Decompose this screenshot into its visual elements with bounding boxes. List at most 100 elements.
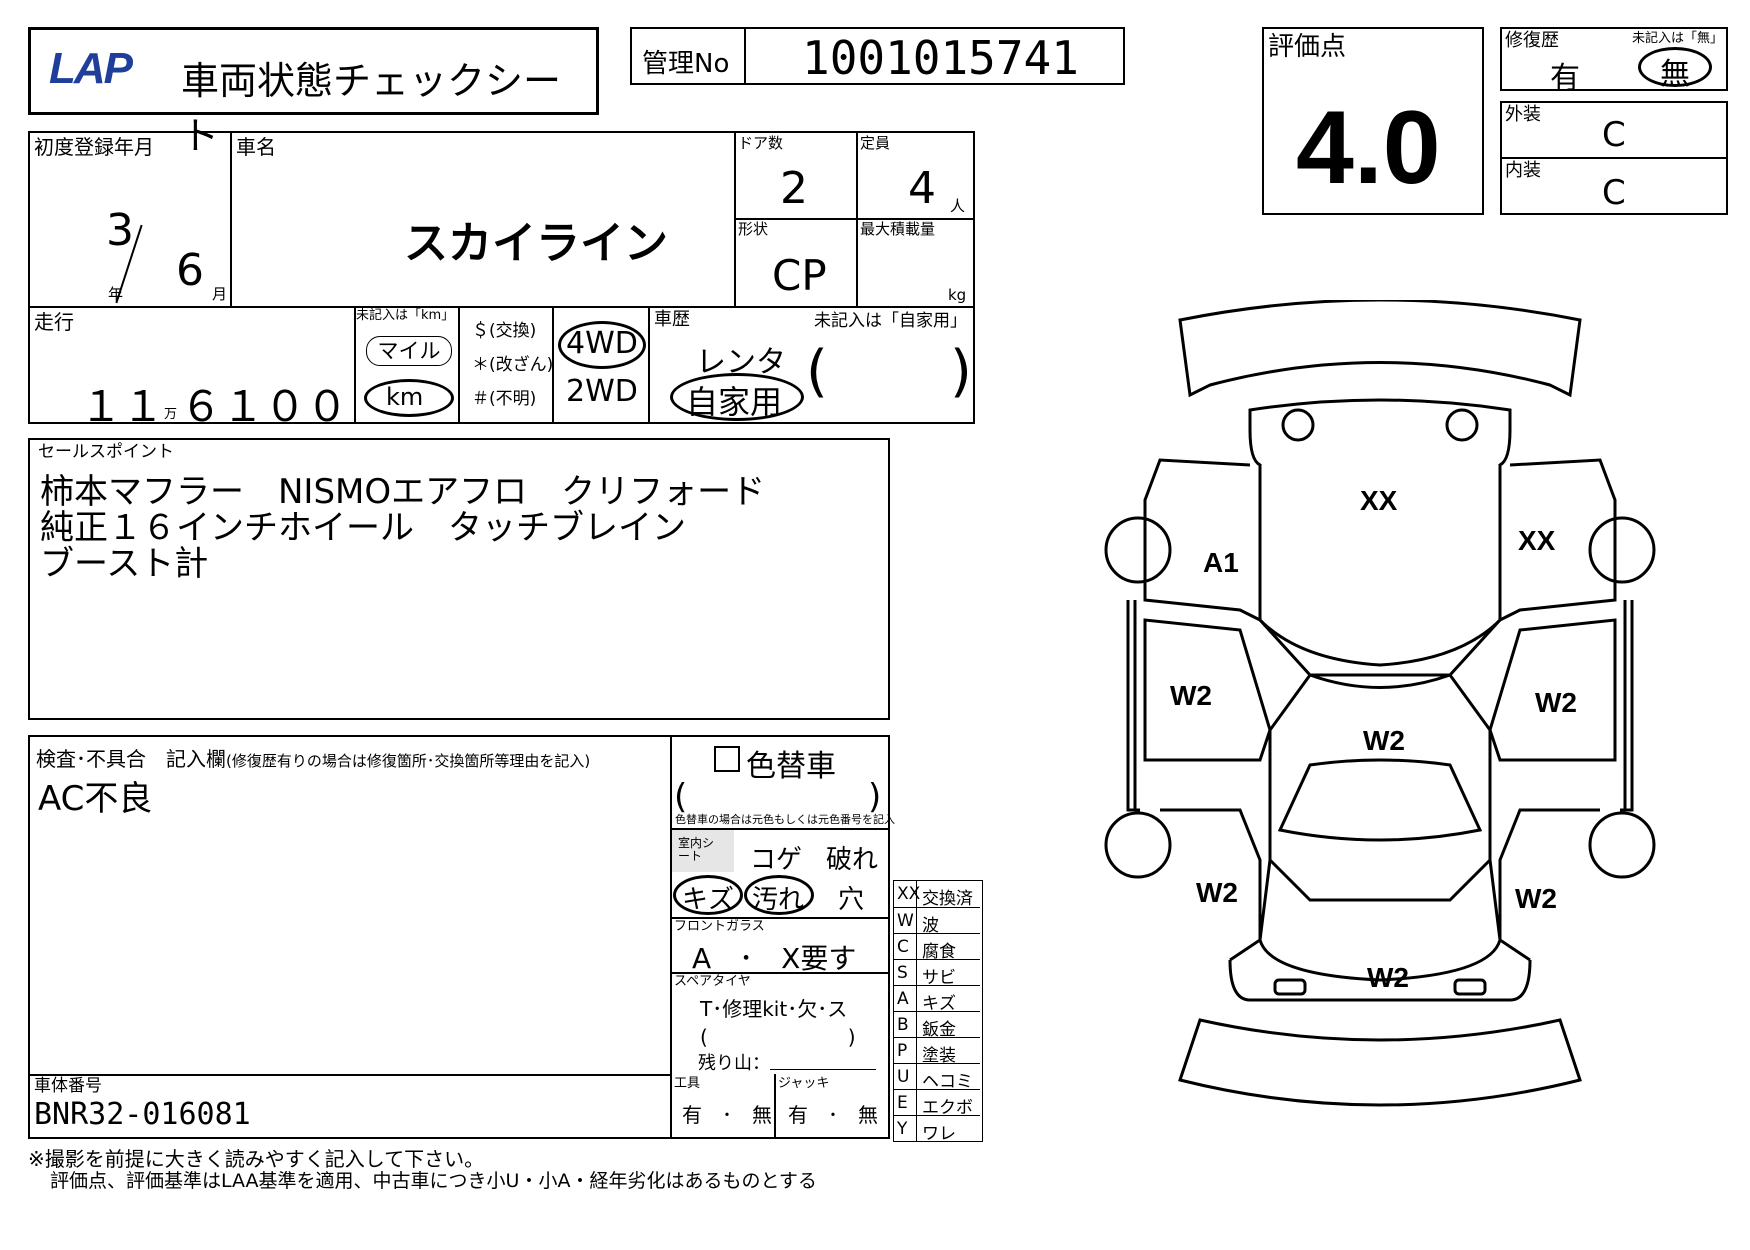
color-paren-close: ) bbox=[868, 777, 882, 817]
seat-label-cell bbox=[672, 830, 734, 872]
remaining-tread: 残り山： bbox=[698, 1053, 770, 1074]
damage-left-door: W2 bbox=[1170, 680, 1212, 711]
mileage-label: 走行 bbox=[34, 310, 74, 334]
legend-code: E bbox=[897, 1093, 908, 1113]
repair-box: 修復歴 未記入は「無」 有 無 bbox=[1500, 27, 1728, 96]
car-name-label: 車名 bbox=[236, 135, 276, 159]
reg-year: 3 bbox=[106, 205, 134, 256]
odo-tampered: ＊(改ざん) bbox=[472, 355, 554, 375]
km-circle bbox=[364, 379, 454, 417]
seat-yabure: 破れ bbox=[826, 845, 879, 875]
legend-code: S bbox=[897, 963, 908, 983]
sales-points-box: セールスポイント 柿本マフラー NISMOエアフロ クリフォード 純正１６インチ… bbox=[28, 438, 890, 720]
yogore-circle bbox=[744, 875, 814, 915]
tools-values: 有 ･ 無 bbox=[682, 1103, 772, 1127]
damage-rear-left: W2 bbox=[1196, 877, 1238, 908]
capacity-label: 定員 bbox=[860, 134, 891, 152]
title-box: LAP 車両状態チェックシート bbox=[28, 27, 599, 158]
seat-yogore: 汚れ bbox=[752, 885, 805, 915]
car-name: スカイライン bbox=[404, 218, 668, 269]
legend-meaning: 鈑金 bbox=[922, 1020, 956, 1040]
kanri-number: 1001015741 bbox=[802, 31, 1079, 85]
drive-2wd: 2WD bbox=[566, 374, 638, 409]
legend-meaning: キズ bbox=[922, 994, 956, 1014]
legend-code: U bbox=[897, 1067, 910, 1087]
interior-value: C bbox=[1602, 173, 1626, 213]
legend-code: A bbox=[897, 989, 909, 1009]
seat-kizu: キズ bbox=[682, 885, 735, 915]
history-paren-open: ( bbox=[806, 339, 828, 404]
legend-meaning: 腐食 bbox=[922, 942, 956, 962]
reg-date-label: 初度登録年月 bbox=[34, 135, 154, 159]
shape-value: CP bbox=[772, 251, 827, 300]
load-unit: kg bbox=[948, 286, 967, 304]
sales-label: セールスポイント bbox=[38, 442, 174, 462]
page-title: 車両状態チェックシート bbox=[181, 59, 562, 158]
interior-label: 内装 bbox=[1505, 160, 1541, 181]
repair-label: 修復歴 bbox=[1505, 30, 1559, 51]
damage-trunk: W2 bbox=[1367, 962, 1409, 993]
legend-meaning: サビ bbox=[922, 968, 956, 988]
exterior-value: C bbox=[1602, 115, 1626, 155]
mile-option: マイル bbox=[366, 336, 452, 366]
legend-code: W bbox=[897, 911, 914, 931]
legend-meaning: 塗装 bbox=[922, 1046, 956, 1066]
shape-label: 形状 bbox=[738, 220, 769, 238]
km-option: km bbox=[386, 383, 424, 411]
seat-label: 室内シート bbox=[678, 836, 715, 863]
capacity-unit: 人 bbox=[950, 197, 966, 215]
4wd-circle bbox=[558, 321, 646, 369]
repair-no-circle bbox=[1638, 47, 1712, 87]
mileage-man: 万 bbox=[164, 407, 178, 422]
legend-meaning: 交換済 bbox=[922, 889, 973, 909]
color-note: 色替車の場合は元色もしくは元色番号を記入 bbox=[675, 813, 895, 826]
load-label: 最大積載量 bbox=[860, 220, 936, 238]
doors-value: 2 bbox=[780, 163, 808, 214]
spare-tire-label: スペアタイヤ bbox=[674, 974, 751, 989]
kanri-box: 管理No 1001015741 bbox=[630, 27, 1125, 85]
sales-line-2: 純正１６インチホイール タッチブレイン bbox=[40, 508, 686, 548]
front-glass-label: フロントガラス bbox=[674, 919, 765, 934]
color-change-checkbox[interactable] bbox=[714, 746, 740, 772]
damage-roof: W2 bbox=[1363, 725, 1405, 756]
legend-row: S サビ bbox=[894, 959, 980, 988]
inspection-label-main: 検査･不具合 記入欄 bbox=[36, 747, 226, 771]
legend-meaning: 波 bbox=[922, 916, 939, 936]
seat-ana: 穴 bbox=[838, 885, 865, 915]
history-label: 車歴 bbox=[654, 309, 690, 330]
sales-line-3: ブースト計 bbox=[40, 544, 209, 584]
vehicle-info-box: 初度登録年月 3 年 6 月 車名 スカイライン ドア数 2 定員 4 人 形状… bbox=[28, 131, 975, 431]
color-change-label: 色替車 bbox=[746, 749, 836, 784]
legend-code: XX bbox=[897, 884, 921, 904]
car-diagram bbox=[1104, 300, 1656, 1107]
private-circle bbox=[670, 373, 804, 421]
color-paren-open: ( bbox=[674, 777, 688, 817]
score-label: 評価点 bbox=[1268, 32, 1347, 62]
damage-front-right-fender: XX bbox=[1518, 525, 1556, 556]
tools-label: 工具 bbox=[674, 1076, 701, 1091]
mileage-unit-note: 未記入は「km」 bbox=[356, 308, 455, 323]
remaining-line bbox=[770, 1069, 876, 1070]
damage-hood: XX bbox=[1360, 485, 1398, 516]
legend-meaning: ヘコミ bbox=[922, 1072, 973, 1092]
inspection-label-note: (修復歴有りの場合は修復箇所･交換箇所等理由を記入) bbox=[226, 752, 591, 770]
interior-box: 内装 C bbox=[1500, 157, 1728, 215]
legend-row: A キズ bbox=[894, 985, 980, 1014]
front-glass-values: A ･ X要す bbox=[692, 942, 857, 975]
vin-label: 車体番号 bbox=[34, 1076, 102, 1096]
exterior-box: 外装 C bbox=[1500, 101, 1728, 159]
footer-note-2: 評価点、評価基準はLAA基準を適用、中古車につき小U・小A・経年劣化はあるものと… bbox=[50, 1170, 817, 1192]
history-private: 自家用 bbox=[686, 383, 783, 421]
drive-4wd: 4WD bbox=[566, 326, 638, 361]
score-box: 評価点 4.0 bbox=[1262, 27, 1484, 215]
legend-meaning: ワレ bbox=[922, 1124, 956, 1144]
capacity-value: 4 bbox=[908, 163, 936, 214]
doors-label: ドア数 bbox=[738, 134, 784, 152]
jack-label: ジャッキ bbox=[778, 1076, 830, 1091]
